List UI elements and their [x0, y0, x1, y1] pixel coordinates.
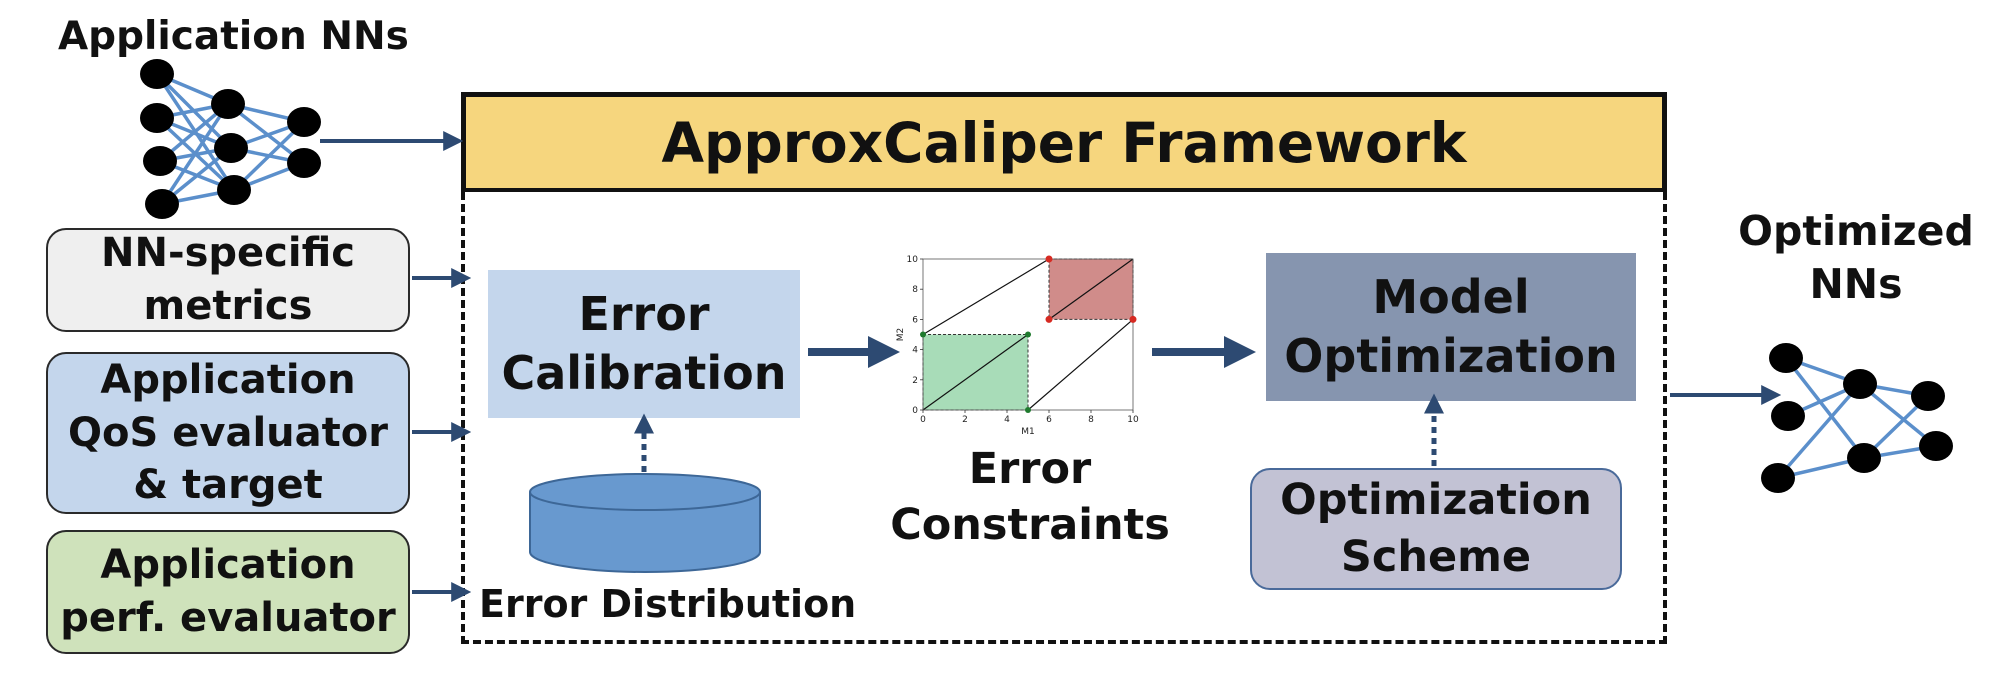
red-point [1045, 255, 1053, 263]
y-tick-label: 4 [912, 346, 918, 356]
model-line-1: Model [1372, 270, 1530, 325]
application-nns-title: Application NNs [58, 14, 409, 59]
input-nn-node [211, 89, 245, 119]
optimized-nns-title: Optimized NNs [1730, 198, 1982, 318]
calibration-line-1: Error [578, 287, 710, 342]
output-nn-node [1843, 369, 1877, 399]
x-tick-label: 4 [1004, 415, 1010, 425]
perf-evaluator-box: Application perf. evaluator [46, 530, 410, 654]
output-nn-node [1847, 443, 1881, 473]
green-point [1025, 407, 1031, 413]
qos-line-1: Application [100, 356, 356, 403]
y-tick-label: 10 [907, 255, 919, 265]
output-nn-edge [1784, 356, 1866, 460]
x-tick-label: 0 [920, 415, 926, 425]
green-point [920, 331, 926, 338]
framework-header: ApproxCaliper Framework [461, 92, 1667, 192]
output-nn-node [1769, 343, 1803, 373]
output-nn-node [1771, 401, 1805, 431]
scheme-line-2: Scheme [1340, 532, 1532, 582]
qos-line-2: QoS evaluator [68, 409, 388, 456]
y-tick-label: 6 [912, 315, 918, 325]
input-nn-edge [232, 120, 306, 192]
nn-metrics-line-2: metrics [143, 283, 313, 329]
model-optimization-box: Model Optimization [1266, 253, 1636, 401]
qos-line-3: & target [133, 462, 323, 509]
input-nn-node [145, 189, 179, 219]
constraints-line-1: Error [968, 444, 1092, 495]
y-tick-label: 0 [912, 406, 918, 416]
y-tick-label: 8 [912, 285, 918, 295]
input-nn-node [214, 133, 248, 163]
constraint-line [922, 334, 1029, 411]
error-calibration-box: Error Calibration [488, 270, 800, 418]
x-tick-label: 10 [1127, 415, 1139, 425]
input-nn-node [217, 175, 251, 205]
optimized-line-2: NNs [1809, 260, 1903, 308]
output-nn-node [1919, 431, 1953, 461]
x-tick-label: 6 [1046, 415, 1052, 425]
constraints-line-2: Constraints [890, 500, 1170, 550]
model-line-2: Optimization [1284, 329, 1618, 383]
input-nn-node [140, 59, 174, 89]
optimization-scheme-box: Optimization Scheme [1250, 468, 1622, 590]
y-axis-label: M2 [896, 328, 906, 342]
output-nn-edge [1776, 382, 1862, 480]
input-nn-node [143, 146, 177, 176]
output-nn-node [1911, 381, 1945, 411]
qos-evaluator-box: Application QoS evaluator & target [46, 352, 410, 514]
red-point [1045, 315, 1053, 323]
perf-line-2: perf. evaluator [60, 595, 396, 641]
constraint-line [1027, 318, 1134, 411]
error-distribution-database-icon [529, 473, 761, 573]
green-point [1025, 331, 1031, 338]
red-point [1129, 315, 1137, 323]
constraint-line [1048, 258, 1134, 320]
error-constraints-caption: Error Constraints [870, 438, 1190, 558]
x-tick-label: 8 [1088, 415, 1094, 425]
scheme-line-1: Optimization [1280, 475, 1592, 526]
input-nn-node [140, 103, 174, 133]
error-distribution-label: Error Distribution [479, 582, 857, 626]
calibration-line-2: Calibration [501, 346, 787, 400]
nn-metrics-line-1: NN-specific [101, 230, 355, 277]
x-axis-label: M1 [1021, 427, 1035, 437]
framework-body [461, 192, 1667, 644]
output-nn-node [1761, 463, 1795, 493]
perf-line-1: Application [100, 542, 356, 589]
input-nn-node [287, 148, 321, 178]
x-tick-label: 2 [962, 415, 968, 425]
input-nn-node [287, 107, 321, 137]
input-nn-edge [160, 103, 230, 205]
nn-specific-metrics-box: NN-specific metrics [46, 228, 410, 332]
y-tick-label: 2 [912, 376, 918, 386]
framework-title: ApproxCaliper Framework [661, 110, 1467, 175]
optimized-line-1: Optimized [1738, 206, 1974, 255]
constraint-line [922, 258, 1050, 336]
output-nn-edge [1858, 382, 1938, 448]
